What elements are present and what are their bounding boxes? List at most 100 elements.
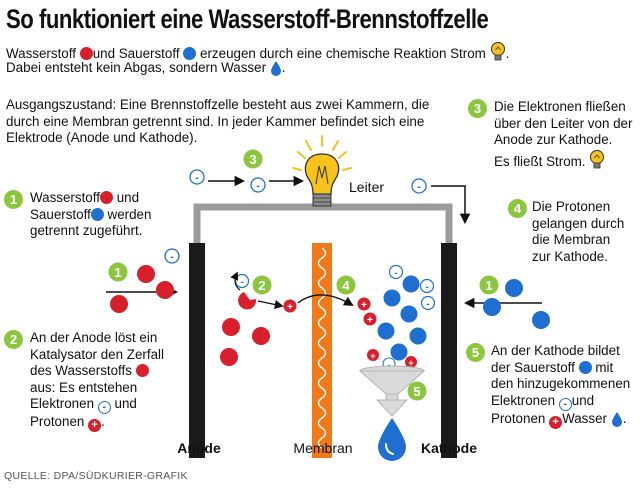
proton-sign: +: [370, 351, 375, 361]
step-text-line: An der Anode löst ein: [30, 330, 158, 345]
cathode-label: Kathode: [421, 440, 477, 456]
step-5-text: 5 An der Kathode bildet der Sauerstoff m…: [466, 343, 630, 429]
step-text-line: Die Elektronen fließen: [494, 99, 626, 114]
membrane-label: Membran: [293, 440, 352, 456]
oxygen-icon: [390, 343, 408, 361]
step-text-line: über den Leiter von der: [494, 115, 633, 131]
membrane: [312, 243, 332, 458]
step-4-text: 4 Die Protonen gelangen durch die Membra…: [508, 199, 624, 265]
hydrogen-icon: [99, 191, 113, 204]
step-text-line: Anode zur Kathode.: [494, 132, 613, 147]
initial-state-line: Elektrode (Anode und Kathode).: [6, 130, 198, 145]
electron-icon: -: [558, 397, 572, 411]
step-text-line: und: [571, 392, 595, 408]
step-4-badge: 4: [508, 199, 527, 218]
arrow-icon: [257, 300, 284, 309]
electron-icon: [411, 178, 427, 194]
oxygen-icon: [505, 279, 523, 297]
electron-icon: [420, 295, 436, 311]
hydrogen-icon: [220, 348, 238, 366]
step-text-line: Wasser: [562, 410, 607, 426]
step-text-line: werden: [107, 206, 152, 222]
electron-sign: -: [240, 277, 243, 288]
arrow-icon: [431, 185, 471, 225]
bulb-icon: [490, 42, 505, 61]
oxygen-icon: [383, 289, 401, 307]
source-credit: QUELLE: DPA/SÜDKURIER-GRAFIK: [4, 470, 188, 482]
proton-icon: [363, 312, 377, 326]
electron-sign: -: [426, 299, 429, 310]
electron-sign: -: [195, 172, 199, 184]
step-2-text: 2 An der Anode löst ein Katalysator den …: [4, 330, 164, 432]
electron-sign: -: [170, 251, 174, 263]
step-badge-number: 4: [342, 278, 350, 293]
water-drop-icon: [270, 61, 281, 76]
page-title: So funktioniert eine Wasserstoff-Brennst…: [6, 4, 489, 34]
step-3-badge: 3: [468, 99, 487, 118]
conductor-wire: [193, 203, 453, 243]
oxygen-icon: [532, 311, 550, 329]
step-1-text: 1 Wasserstoff und Sauerstoff werden getr…: [4, 190, 151, 240]
intro-line-1: Wasserstoff und Sauerstoff erzeugen durc…: [6, 41, 509, 63]
membrane-pattern: [317, 247, 327, 449]
step-badge-number: 5: [413, 384, 420, 399]
step-text-line: mit: [595, 359, 614, 375]
hydrogen-icon: [137, 265, 155, 283]
step-text-line: und: [114, 396, 137, 411]
step-text-line: Elektronen: [30, 396, 95, 411]
step-1-badge: [108, 262, 128, 282]
hydrogen-icon: [110, 295, 128, 313]
intro-text: .: [505, 46, 510, 61]
initial-state-line: Ausgangszustand: Eine Brennstoffzelle be…: [6, 97, 430, 112]
electron-sign: -: [417, 181, 421, 193]
step-3-badge: [243, 149, 263, 169]
proton-sign: +: [408, 358, 413, 368]
water-drop-icon: [611, 411, 622, 427]
proton-icon: [405, 356, 417, 368]
electron-icon: [250, 177, 266, 193]
initial-state-line: durch eine Membran getrennt sind. In jed…: [6, 113, 425, 129]
hydrogen-icon: [238, 292, 257, 310]
intro-line-2: Dabei entsteht kein Abgas, sondern Wasse…: [6, 60, 286, 77]
step-2-badge: 2: [4, 330, 23, 349]
electron-icon: [419, 278, 435, 294]
intro-text: Dabei entsteht kein Abgas, sondern Wasse…: [6, 60, 267, 75]
electron-sign: -: [256, 180, 260, 192]
intro-text: Wasserstoff: [6, 46, 76, 61]
electron-sign: -: [425, 282, 428, 293]
hydrogen-icon: [135, 364, 149, 377]
anode-label: Anode: [177, 440, 221, 456]
step-text-line: Wasserstoff: [30, 190, 100, 205]
step-text-line: aus: Es entstehen: [30, 379, 138, 395]
step-text-line: Katalysator den Zerfall: [30, 346, 164, 362]
step-3-text: 3 Die Elektronen fließen über den Leiter…: [468, 99, 632, 171]
hydrogen-icon: [156, 281, 174, 299]
proton-icon: +: [88, 419, 102, 432]
hydrogen-icon: [79, 47, 93, 60]
step-1-badge: 1: [4, 190, 23, 209]
conductor-label: Leiter: [349, 179, 384, 195]
electron-sign: -: [388, 360, 391, 370]
step-text-line: der Sauerstoff: [491, 359, 575, 375]
oxygen-icon: [183, 47, 197, 60]
oxygen-icon: [402, 275, 420, 293]
anode-electrode: [189, 243, 205, 458]
oxygen-icon: [400, 305, 418, 323]
proton-sign: +: [367, 315, 373, 326]
step-text-line: Elektronen: [491, 392, 556, 408]
hydrogen-icon: [222, 318, 240, 336]
oxygen-icon: [90, 207, 104, 221]
step-badge-number: 2: [258, 278, 265, 293]
step-text-line: den hinzugekommenen: [491, 376, 631, 391]
oxygen-icon: [578, 360, 592, 374]
step-badge-number: 1: [485, 278, 492, 293]
arrow-icon: [230, 271, 241, 291]
oxygen-icon: [377, 322, 395, 340]
split-mark: [252, 292, 261, 299]
step-text-line: Sauerstoff: [30, 206, 91, 222]
step-text-line: .: [622, 410, 627, 426]
oxygen-icon: [483, 298, 501, 316]
step-2-badge: [252, 275, 272, 295]
initial-state-text: Ausgangszustand: Eine Brennstoffzelle be…: [6, 97, 429, 147]
